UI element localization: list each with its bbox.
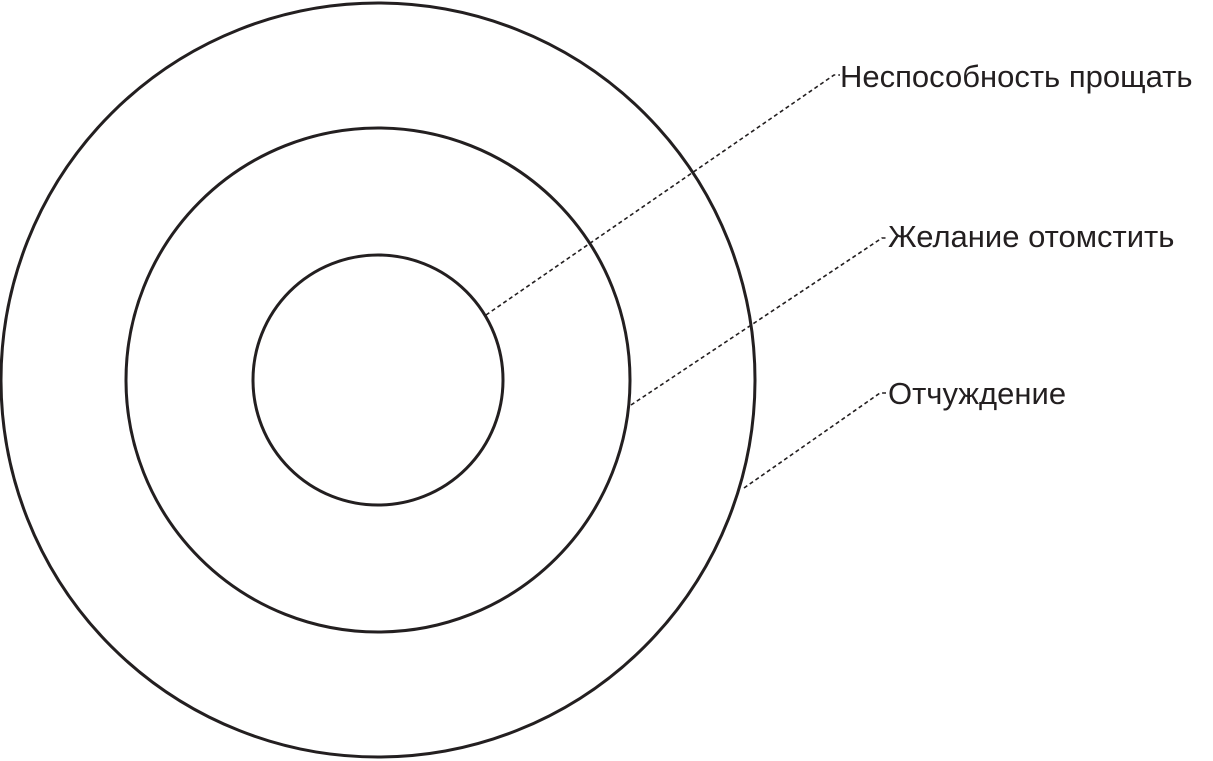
- inner-circle: [251, 253, 505, 507]
- label-inner-circle: Неспособность прощать: [840, 59, 1193, 94]
- label-outer-circle: Отчуждение: [888, 376, 1066, 411]
- outer-circle: [0, 1, 757, 759]
- middle-circle: [124, 126, 632, 634]
- label-middle-circle: Желание отомстить: [888, 219, 1174, 254]
- leader-line-middle: [630, 237, 888, 406]
- leader-line-inner: [485, 74, 840, 316]
- leader-line-outer: [743, 392, 886, 489]
